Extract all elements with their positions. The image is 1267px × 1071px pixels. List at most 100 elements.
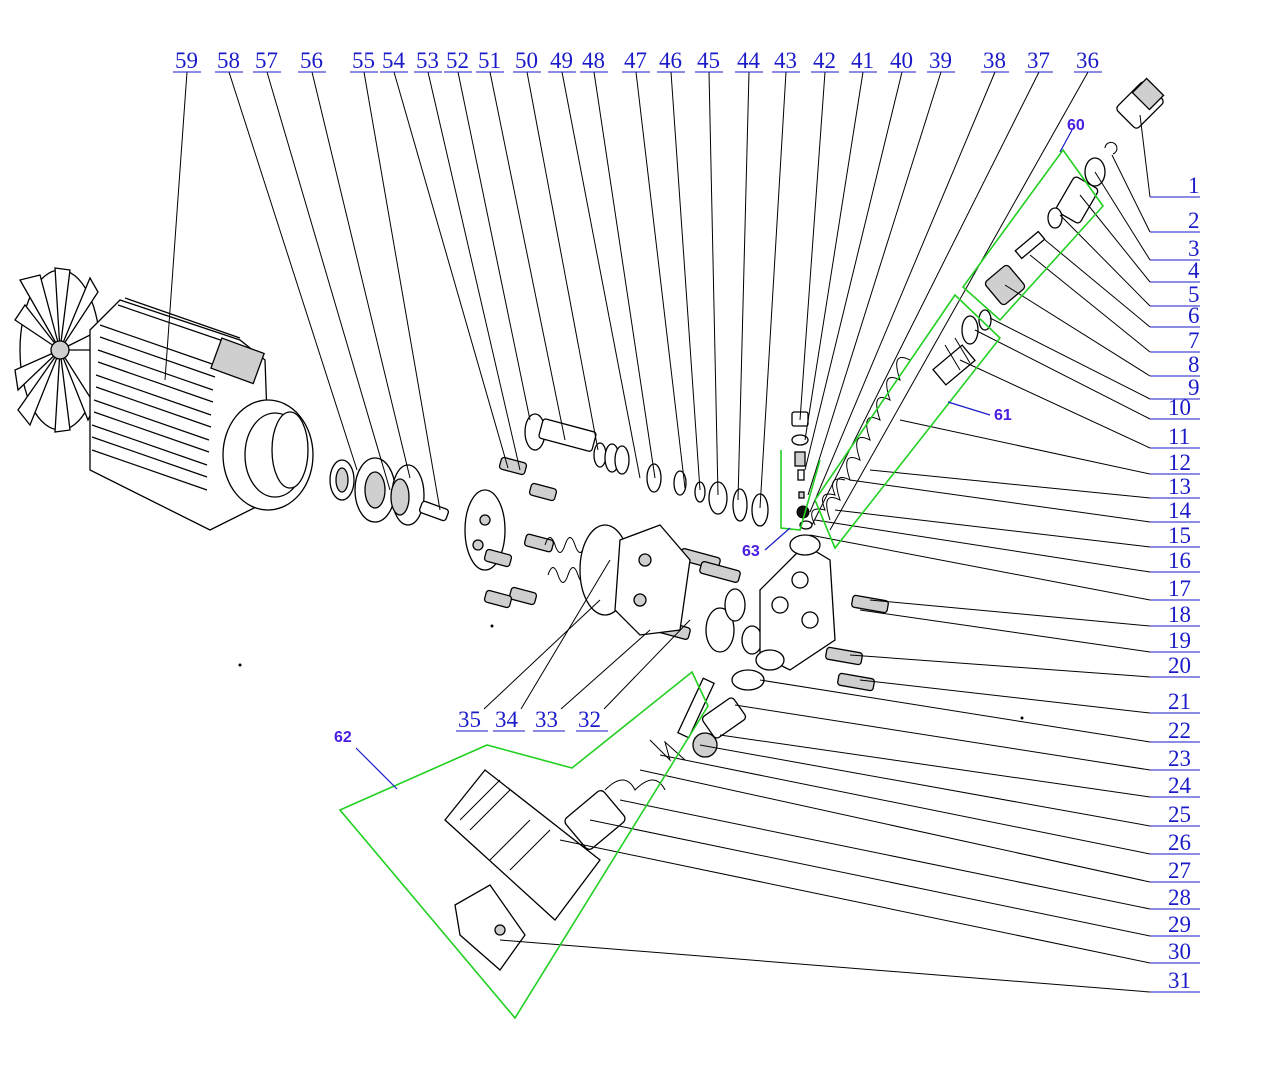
right-label-1: 1 bbox=[1188, 173, 1200, 198]
leader-line bbox=[526, 71, 599, 451]
top-label-37: 37 bbox=[1027, 48, 1050, 73]
leader-line bbox=[699, 744, 1151, 827]
top-label-56: 56 bbox=[300, 48, 323, 73]
leader-line bbox=[737, 71, 750, 501]
top-label-53: 53 bbox=[416, 48, 439, 73]
leader-line bbox=[228, 71, 358, 471]
unloader-assembly bbox=[444, 669, 765, 971]
leader-line bbox=[560, 629, 651, 710]
top-label-38: 38 bbox=[983, 48, 1006, 73]
leader-line bbox=[807, 71, 942, 496]
group-61-outline bbox=[814, 293, 1002, 550]
top-label-59: 59 bbox=[175, 48, 198, 73]
leader-line bbox=[959, 359, 1151, 449]
piston-parts bbox=[524, 413, 769, 527]
top-label-47: 47 bbox=[624, 48, 647, 73]
right-label-17: 17 bbox=[1168, 576, 1191, 601]
right-label-8: 8 bbox=[1188, 352, 1200, 377]
right-label-21: 21 bbox=[1168, 689, 1191, 714]
leader-line bbox=[427, 71, 521, 471]
top-label-36: 36 bbox=[1076, 48, 1099, 73]
leader-line bbox=[759, 71, 787, 509]
leader-line bbox=[849, 654, 1151, 678]
top-label-54: 54 bbox=[382, 48, 406, 73]
top-label-55: 55 bbox=[352, 48, 375, 73]
leader-line bbox=[457, 71, 531, 421]
right-label-7: 7 bbox=[1188, 328, 1200, 353]
leader-line bbox=[1004, 284, 1151, 377]
right-label-30: 30 bbox=[1168, 939, 1191, 964]
leader-line bbox=[499, 939, 1151, 993]
group-label-63: 63 bbox=[742, 543, 760, 560]
leader-line bbox=[266, 71, 391, 491]
leader-line bbox=[1111, 154, 1151, 233]
right-label-5: 5 bbox=[1188, 282, 1200, 307]
top-label-40: 40 bbox=[890, 48, 913, 73]
top-label-46: 46 bbox=[659, 48, 682, 73]
top-label-57: 57 bbox=[255, 48, 278, 73]
top-label-45: 45 bbox=[697, 48, 720, 73]
bottom-label-35: 35 bbox=[458, 707, 481, 732]
right-label-3: 3 bbox=[1188, 236, 1200, 261]
right-label-9: 9 bbox=[1188, 375, 1200, 400]
right-label-15: 15 bbox=[1168, 523, 1191, 548]
leader-line bbox=[164, 71, 188, 381]
top-label-41: 41 bbox=[851, 48, 874, 73]
leader-line bbox=[899, 419, 1151, 475]
right-label-14: 14 bbox=[1168, 498, 1192, 523]
right-label-12: 12 bbox=[1168, 450, 1191, 475]
right-label-22: 22 bbox=[1168, 718, 1191, 743]
top-label-58: 58 bbox=[217, 48, 240, 73]
right-label-4: 4 bbox=[1188, 258, 1200, 283]
leader-line bbox=[635, 71, 686, 489]
leader-line bbox=[829, 71, 1089, 531]
right-label-11: 11 bbox=[1168, 424, 1190, 449]
socket-screws bbox=[483, 456, 889, 692]
right-label-18: 18 bbox=[1168, 602, 1191, 627]
top-label-44: 44 bbox=[737, 48, 761, 73]
upper-outlet-assembly bbox=[811, 77, 1165, 526]
right-label-26: 26 bbox=[1168, 830, 1191, 855]
leader-line bbox=[593, 71, 656, 479]
group-label-62: 62 bbox=[334, 729, 352, 746]
right-label-23: 23 bbox=[1168, 746, 1191, 771]
top-label-51: 51 bbox=[478, 48, 501, 73]
cooling-fan bbox=[14, 267, 101, 433]
top-label-42: 42 bbox=[813, 48, 836, 73]
leader-line bbox=[804, 71, 903, 471]
leader-line bbox=[974, 329, 1151, 420]
valve-parts bbox=[791, 411, 813, 530]
leader-line bbox=[603, 619, 691, 710]
leader-line bbox=[311, 71, 411, 479]
top-label-39: 39 bbox=[929, 48, 952, 73]
right-label-28: 28 bbox=[1168, 885, 1191, 910]
group-63-outline bbox=[764, 450, 821, 551]
leader-line bbox=[809, 534, 1151, 601]
leader-line bbox=[1079, 194, 1151, 283]
leader-line bbox=[708, 71, 719, 496]
leader-line bbox=[849, 479, 1151, 523]
leader-line bbox=[561, 71, 641, 479]
leader-line bbox=[859, 679, 1151, 714]
leader-line bbox=[814, 519, 1151, 573]
leader-line bbox=[809, 71, 996, 513]
bearing-parts bbox=[329, 457, 506, 571]
group-60-outline bbox=[961, 129, 1105, 322]
right-label-19: 19 bbox=[1168, 628, 1191, 653]
leader-line bbox=[1029, 254, 1151, 353]
leader-line bbox=[393, 71, 509, 469]
leader-line bbox=[520, 559, 611, 710]
top-label-49: 49 bbox=[550, 48, 573, 73]
leader-line bbox=[759, 679, 1151, 743]
leader-line bbox=[989, 317, 1151, 400]
right-label-13: 13 bbox=[1168, 474, 1191, 499]
leader-line bbox=[589, 819, 1151, 937]
right-label-29: 29 bbox=[1168, 912, 1191, 937]
leader-line bbox=[869, 469, 1151, 499]
right-label-25: 25 bbox=[1168, 802, 1191, 827]
springs-and-plate bbox=[544, 524, 763, 655]
bottom-label-33: 33 bbox=[535, 707, 558, 732]
